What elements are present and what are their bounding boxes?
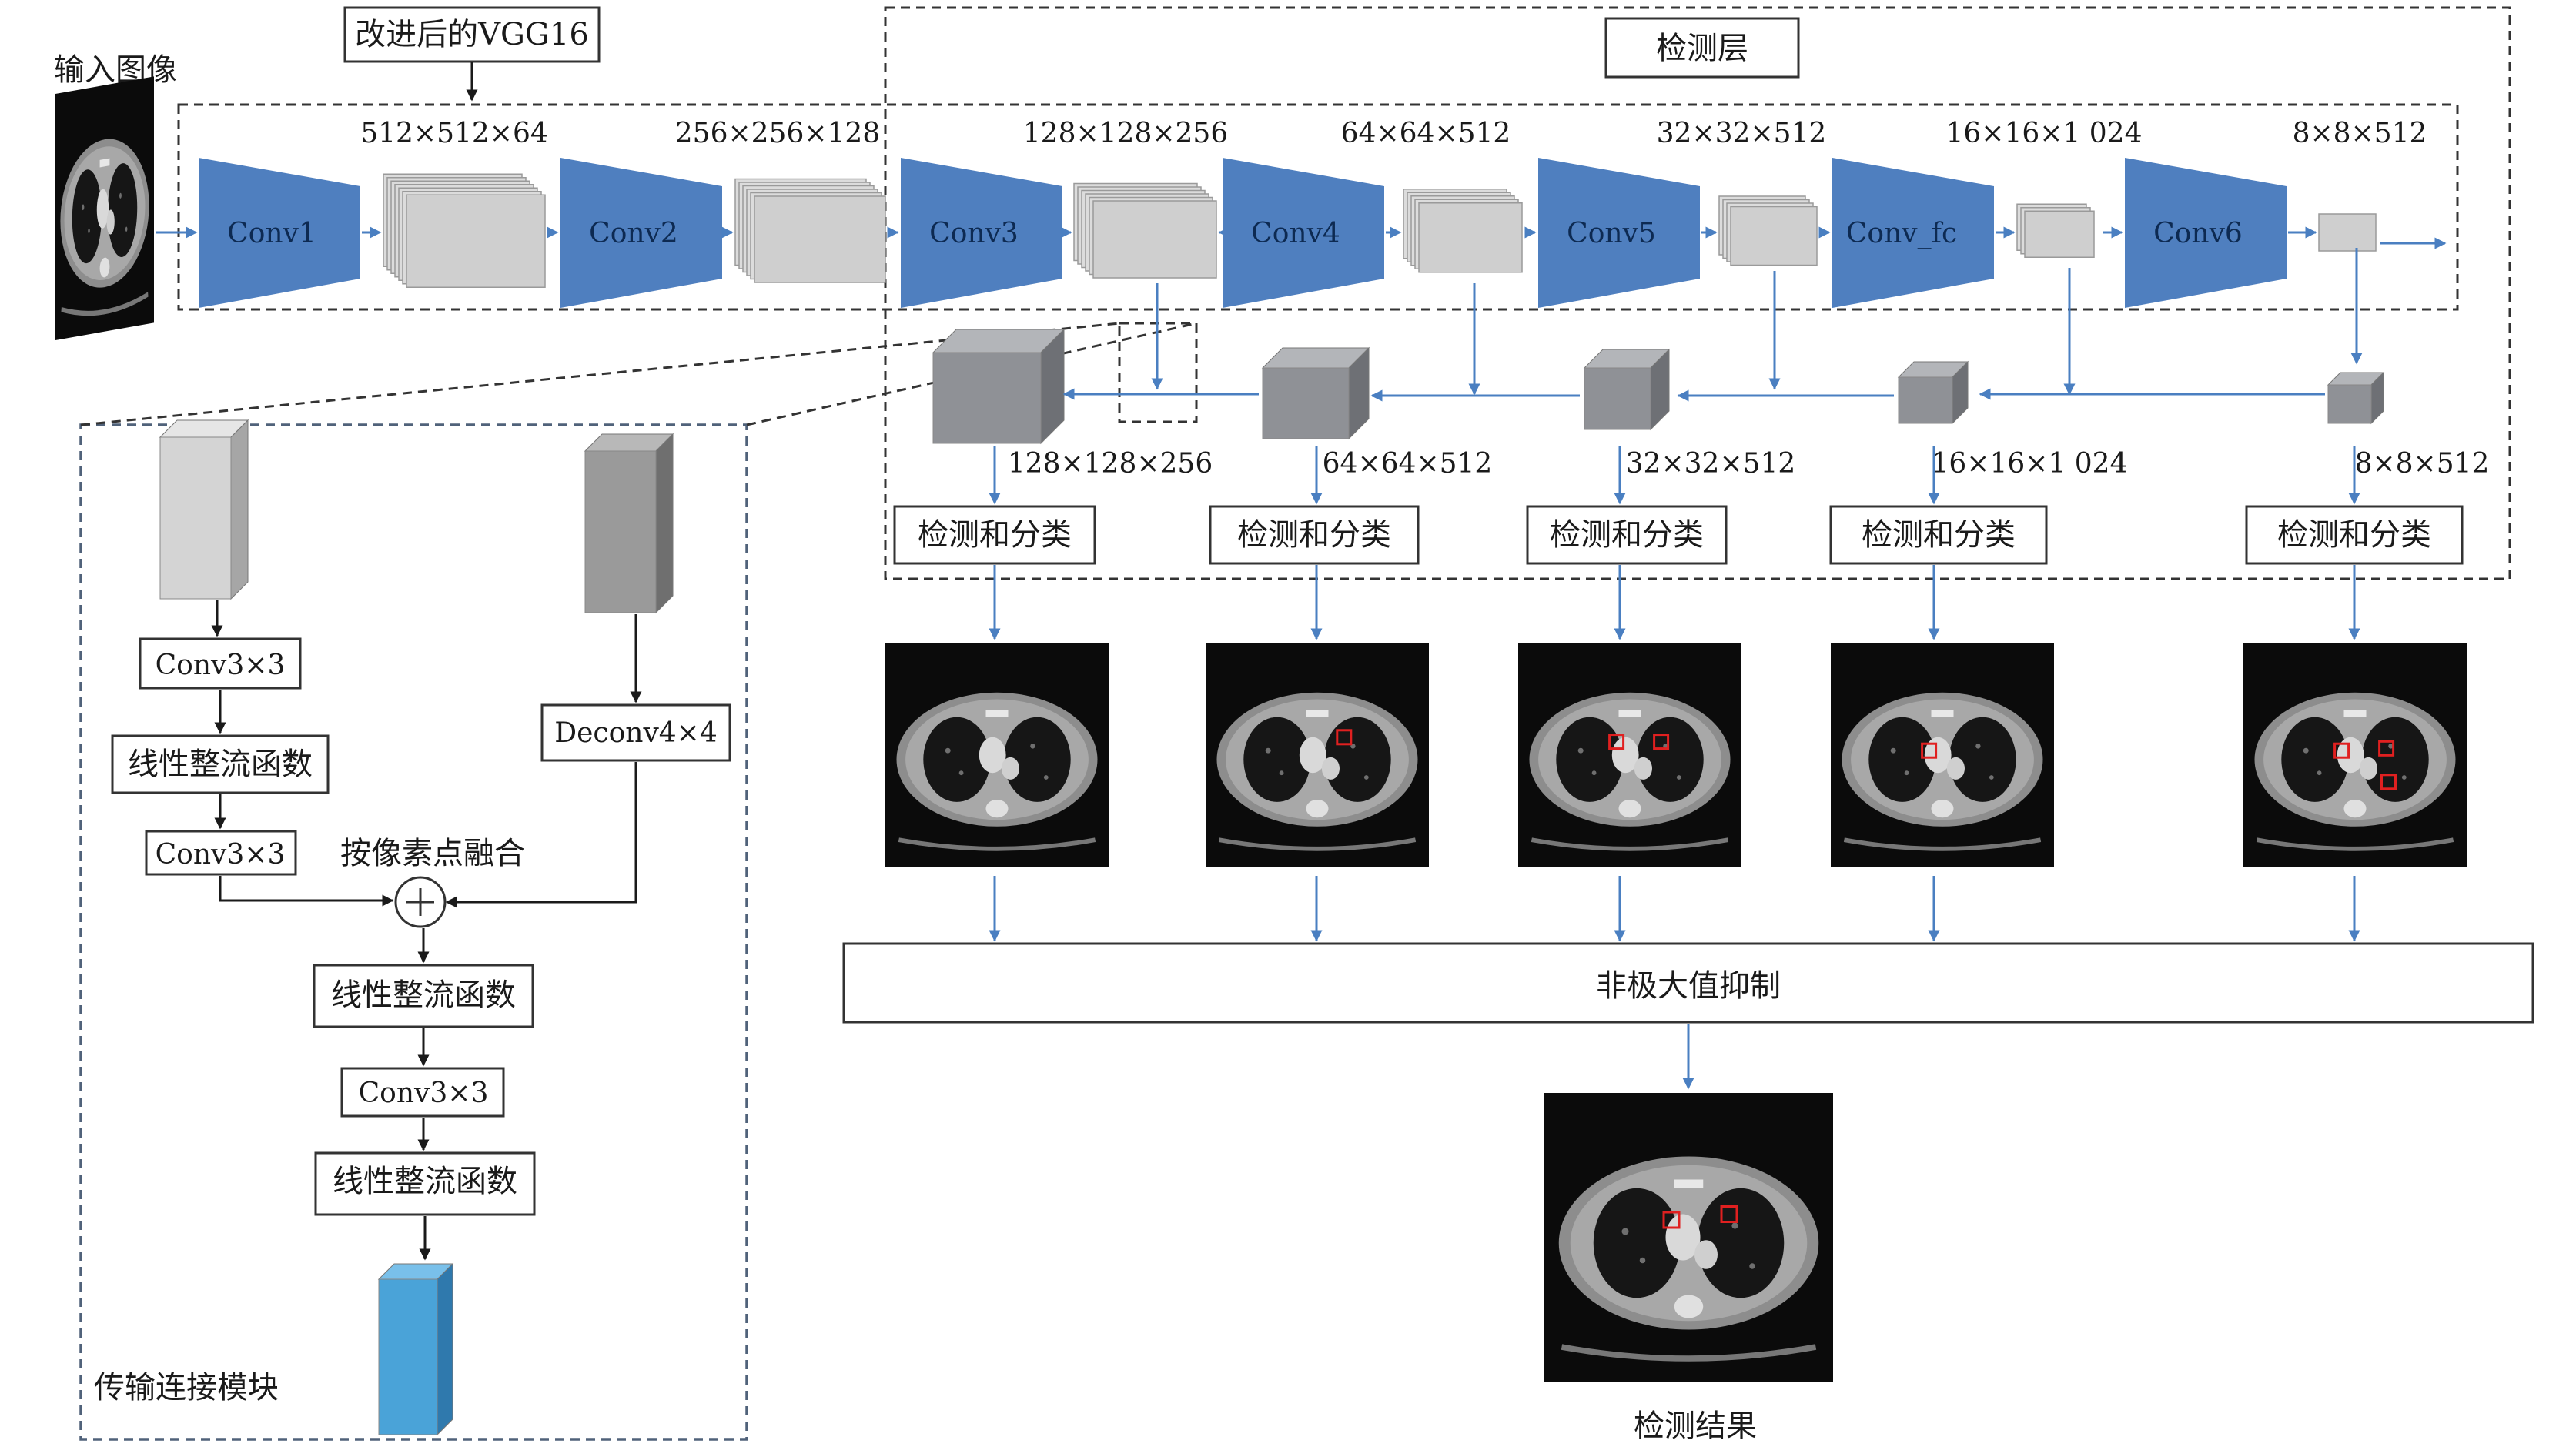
module-conv-c: Conv3×3 bbox=[359, 1078, 489, 1109]
vgg16-frame bbox=[177, 103, 2459, 311]
fused-cube-4 bbox=[1897, 360, 1969, 425]
detection-layer-frame bbox=[884, 6, 2511, 580]
module-output-map bbox=[377, 1262, 454, 1436]
conv-block-1 bbox=[199, 158, 360, 308]
conv-block-label-7: Conv6 bbox=[2153, 218, 2243, 249]
result-marker bbox=[1662, 1211, 1681, 1229]
detection-layer-title: 检测层 bbox=[1656, 31, 1748, 66]
conv-block-label-6: Conv_fc bbox=[1846, 218, 1957, 249]
input-image-label: 输入图像 bbox=[54, 52, 177, 88]
pixel-fusion-label: 按像素点融合 bbox=[340, 836, 525, 871]
fused-cube-1 bbox=[932, 328, 1066, 445]
conv-block-2 bbox=[560, 158, 722, 308]
fused-dim-4: 16×16×1 024 bbox=[1931, 448, 2127, 480]
module-relu-b: 线性整流函数 bbox=[331, 977, 516, 1013]
conv-block-6 bbox=[1832, 158, 1994, 308]
feature-dim-2: 256×256×128 bbox=[675, 118, 880, 149]
module-relu-c-box bbox=[314, 1151, 536, 1216]
module-arrow-4 bbox=[219, 876, 394, 907]
detection-ct-image-3 bbox=[1518, 643, 1741, 867]
nms-label: 非极大值抑制 bbox=[1596, 968, 1781, 1004]
detection-marker bbox=[1336, 729, 1353, 746]
detect-classify-label-5: 检测和分类 bbox=[2277, 517, 2431, 553]
module-conv-a: Conv3×3 bbox=[156, 650, 286, 681]
module-relu-a: 线性整流函数 bbox=[128, 747, 313, 782]
input-ct-image bbox=[55, 76, 154, 340]
fused-dim-1: 128×128×256 bbox=[1008, 448, 1213, 480]
conv-block-label-3: Conv3 bbox=[929, 218, 1019, 249]
fused-dim-5: 8×8×512 bbox=[2355, 448, 2490, 480]
result-ct-image bbox=[1544, 1093, 1833, 1382]
detection-ct-image-2 bbox=[1206, 643, 1429, 867]
detection-marker bbox=[2333, 742, 2350, 759]
conv-block-3 bbox=[901, 158, 1062, 308]
detect-classify-box-1 bbox=[893, 505, 1096, 565]
feature-map-4 bbox=[1403, 189, 1523, 273]
detection-marker bbox=[1653, 734, 1670, 750]
conv-block-7 bbox=[2125, 158, 2287, 308]
transfer-module-frame bbox=[79, 423, 748, 1441]
feature-dim-3: 128×128×256 bbox=[1023, 118, 1228, 149]
fused-dim-2: 64×64×512 bbox=[1323, 448, 1493, 480]
detection-ct-image-4 bbox=[1831, 643, 2054, 867]
feature-dim-6: 16×16×1 024 bbox=[1945, 118, 2142, 149]
feature-dim-1: 512×512×64 bbox=[360, 118, 548, 149]
conv-block-label-1: Conv1 bbox=[227, 218, 316, 249]
module-deconv: Deconv4×4 bbox=[554, 717, 718, 749]
detection-marker bbox=[2378, 740, 2395, 757]
feature-dim-7: 8×8×512 bbox=[2293, 118, 2427, 149]
module-relu-b-box bbox=[313, 964, 534, 1028]
feature-map-5 bbox=[1718, 195, 1818, 266]
feature-map-2 bbox=[734, 178, 886, 283]
detect-classify-label-4: 检测和分类 bbox=[1862, 517, 2016, 553]
vgg16-title: 改进后的VGG16 bbox=[355, 17, 589, 52]
detect-classify-box-3 bbox=[1526, 505, 1728, 565]
result-marker bbox=[1720, 1205, 1738, 1223]
conv-block-label-4: Conv4 bbox=[1251, 218, 1340, 249]
fused-dim-3: 32×32×512 bbox=[1626, 448, 1796, 480]
conv-block-label-5: Conv5 bbox=[1567, 218, 1656, 249]
feature-dim-4: 64×64×512 bbox=[1341, 118, 1511, 149]
transfer-module-title: 传输连接模块 bbox=[94, 1370, 279, 1405]
module-deconv-box bbox=[540, 703, 731, 762]
detection-ct-image-1 bbox=[885, 643, 1109, 867]
conv-block-label-2: Conv2 bbox=[589, 218, 678, 249]
feature-map-1 bbox=[383, 173, 546, 288]
module-input-map bbox=[159, 419, 249, 600]
module-relu-c: 线性整流函数 bbox=[333, 1164, 517, 1199]
module-conv-c-box bbox=[340, 1067, 505, 1118]
feature-map-3 bbox=[1073, 182, 1217, 279]
fused-cube-5 bbox=[2327, 371, 2385, 425]
module-relu-a-box bbox=[111, 734, 330, 794]
fused-cube-3 bbox=[1583, 348, 1671, 431]
detect-classify-label-1: 检测和分类 bbox=[918, 517, 1072, 553]
detection-marker bbox=[1921, 742, 1938, 759]
detect-classify-label-3: 检测和分类 bbox=[1550, 517, 1704, 553]
result-label: 检测结果 bbox=[1634, 1409, 1757, 1444]
detect-classify-box-2 bbox=[1209, 505, 1420, 565]
detection-ct-image-5 bbox=[2243, 643, 2467, 867]
detect-classify-box-4 bbox=[1829, 505, 2048, 565]
nms-box bbox=[842, 942, 2534, 1024]
module-arrow-6 bbox=[445, 762, 637, 908]
feature-dim-5: 32×32×512 bbox=[1657, 118, 1827, 149]
detection-marker bbox=[2380, 774, 2397, 790]
fused-cube-2 bbox=[1261, 346, 1370, 440]
detection-layer-title-box bbox=[1604, 17, 1800, 79]
feature-map-7 bbox=[2318, 213, 2377, 252]
detect-classify-box-5 bbox=[2245, 505, 2464, 565]
detect-classify-label-2: 检测和分类 bbox=[1237, 517, 1391, 553]
module-conv-b-box bbox=[145, 830, 297, 876]
module-conv-a-box bbox=[139, 637, 302, 690]
feature-map-6 bbox=[2016, 203, 2095, 258]
vgg16-title-box bbox=[343, 6, 601, 63]
conv-block-5 bbox=[1538, 158, 1700, 308]
detection-marker bbox=[1608, 734, 1625, 750]
module-deconv-input-map bbox=[584, 433, 674, 614]
module-conv-b: Conv3×3 bbox=[156, 839, 286, 871]
conv-block-4 bbox=[1223, 158, 1384, 308]
